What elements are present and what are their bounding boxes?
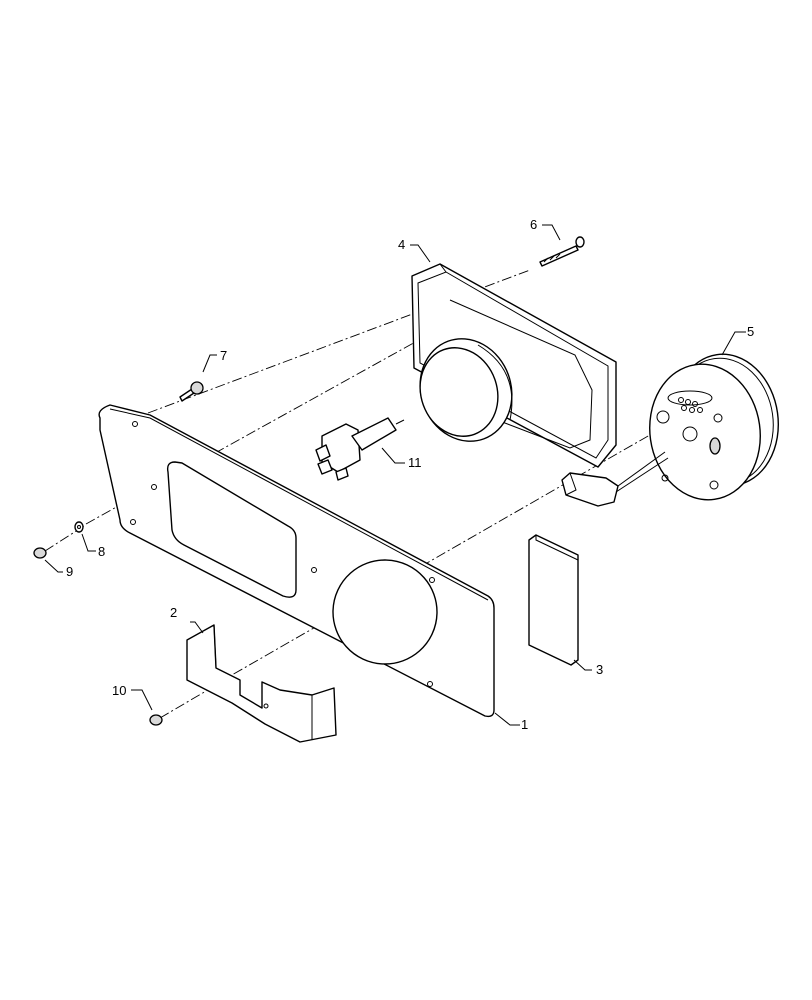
callout-1: 1 bbox=[521, 717, 528, 732]
screw bbox=[179, 381, 204, 402]
callout-6: 6 bbox=[530, 217, 537, 232]
callout-4: 4 bbox=[398, 237, 405, 252]
callout-11: 11 bbox=[408, 455, 422, 470]
gasket-pad bbox=[528, 534, 579, 666]
callout-7: 7 bbox=[220, 348, 227, 363]
callout-labels: 1 2 3 4 5 6 7 8 9 10 11 bbox=[66, 217, 754, 732]
callout-8: 8 bbox=[98, 544, 105, 559]
halogen-bulb bbox=[315, 417, 405, 481]
rectangular-lamp bbox=[411, 263, 617, 468]
callout-2: 2 bbox=[170, 605, 177, 620]
nut-10 bbox=[149, 714, 163, 726]
callout-5: 5 bbox=[747, 324, 754, 339]
callout-leaders bbox=[44, 224, 746, 726]
callout-9: 9 bbox=[66, 564, 73, 579]
callout-3: 3 bbox=[596, 662, 603, 677]
callout-10: 10 bbox=[112, 683, 126, 698]
mounting-plate bbox=[98, 404, 495, 718]
nut-9 bbox=[33, 547, 47, 559]
washer bbox=[74, 521, 84, 533]
connector-plug bbox=[561, 451, 669, 507]
bracket bbox=[186, 624, 337, 743]
long-bolt bbox=[539, 236, 585, 267]
round-lamp bbox=[649, 353, 780, 501]
